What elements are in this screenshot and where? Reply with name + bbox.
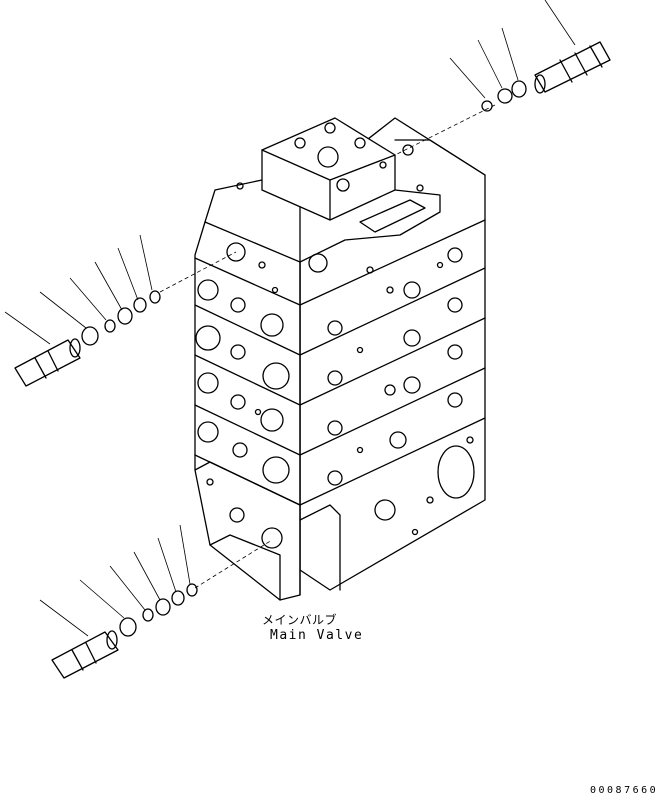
relief-valve-cartridge-top (534, 41, 611, 94)
backup-ring-bottom (155, 598, 171, 616)
ring-left-3 (104, 319, 116, 333)
label-main-valve-english: Main Valve (270, 628, 364, 643)
backup-ring-top (511, 80, 527, 98)
drawing-number: 00087660 (590, 785, 659, 796)
ring-bottom-3 (142, 608, 154, 622)
o-ring-bottom-2 (171, 590, 185, 606)
ring-left-4 (81, 326, 99, 346)
label-main-valve-japanese: メインバルブ (262, 613, 338, 627)
ring-bottom-4 (119, 617, 137, 637)
relief-valve-cartridge-left (14, 338, 81, 387)
o-ring-left-2 (133, 297, 147, 313)
o-ring-top-1 (481, 100, 493, 112)
relief-valve-cartridge-bottom (51, 630, 119, 679)
o-ring-left-1 (149, 290, 161, 304)
bottom-inlet-section (194, 436, 475, 601)
front-port-holes (195, 242, 328, 484)
top-plate (204, 139, 486, 263)
relief-valve-top-right (394, 0, 611, 156)
main-valve-body (194, 117, 486, 601)
relief-valve-bottom-left (39, 524, 273, 679)
valve-front-face (194, 221, 301, 601)
o-ring-bottom-1 (186, 583, 198, 597)
relief-valve-left-middle (4, 234, 237, 387)
right-face-holes (327, 247, 463, 486)
o-ring-top-2 (497, 88, 513, 104)
backup-ring-left (117, 307, 133, 325)
top-cover-block (261, 117, 396, 221)
